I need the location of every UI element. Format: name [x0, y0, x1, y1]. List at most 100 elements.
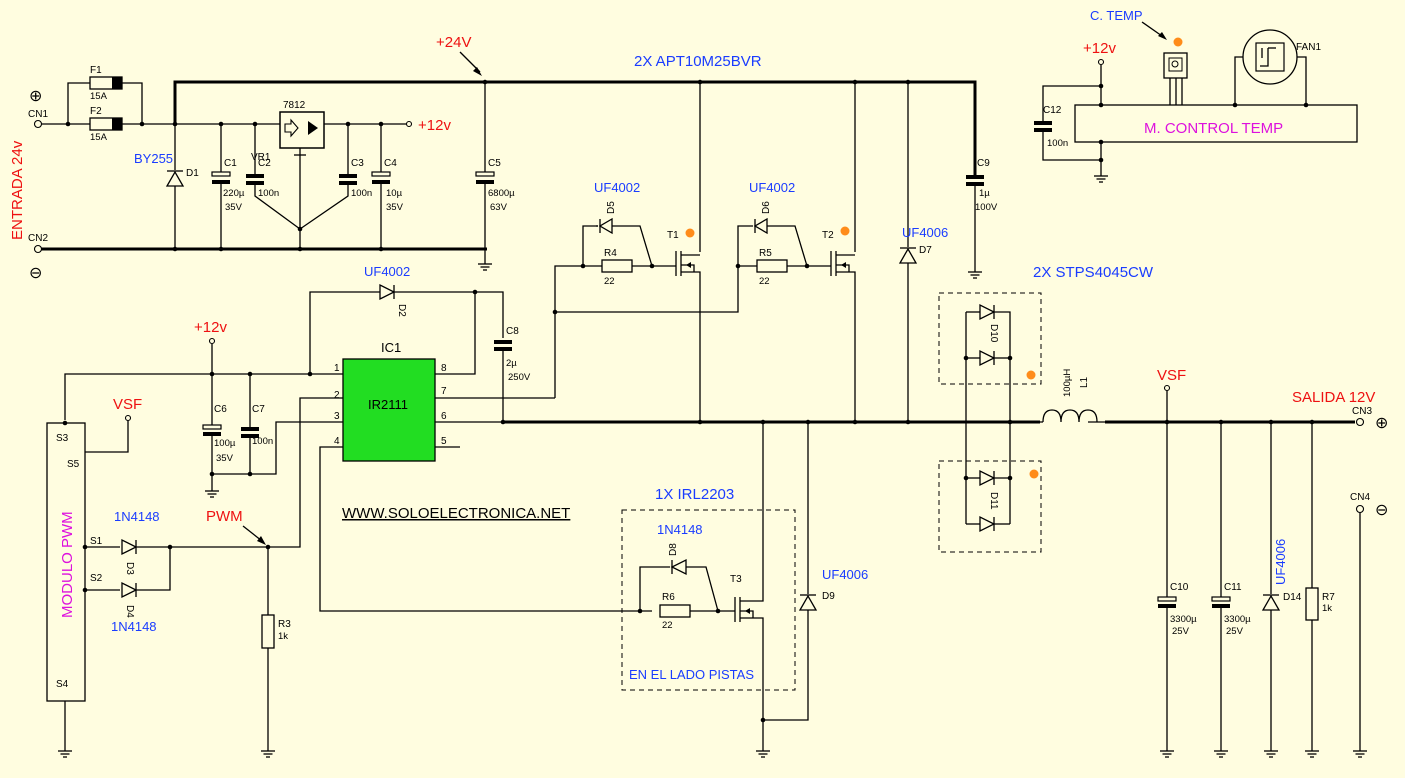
c8-volt: 250V: [508, 372, 531, 383]
d1-ref: D1: [186, 168, 199, 179]
d2-part: UF4002: [364, 264, 410, 279]
node: [378, 246, 384, 252]
c4-value: 10µ: [386, 188, 403, 199]
wire-pin2-pwm: [268, 397, 343, 548]
l1-ref: L1: [1079, 376, 1090, 388]
cap-c10-plate2: [1158, 604, 1176, 608]
c-temp-label: C. TEMP: [1090, 8, 1143, 23]
node: [172, 246, 178, 252]
c12-ref: C12: [1043, 105, 1062, 116]
d8-part: 1N4148: [657, 522, 703, 537]
f2-ref: F2: [90, 106, 102, 117]
fuse-f2-cap: [112, 118, 122, 130]
ic-pin-1: 1: [334, 363, 340, 374]
input-plus-sign: ⊕: [29, 88, 42, 105]
output-label: SALIDA 12V: [1292, 389, 1375, 406]
d5-part: UF4002: [594, 180, 640, 195]
c1-ref: C1: [224, 158, 237, 169]
marker-dot-t2: [840, 226, 850, 236]
cn1-terminal: [33, 119, 43, 129]
wire-gate-drive: [554, 266, 739, 398]
pwm-pin-s3: S3: [56, 433, 69, 444]
wire-d8-left: [639, 566, 670, 611]
stps-label: 2X STPS4045CW: [1033, 264, 1154, 281]
t3-b: [740, 610, 754, 618]
ic-pin-8: 8: [441, 363, 447, 374]
fan-icon-stroke2: [1260, 48, 1269, 67]
ic1-ref: IC1: [381, 340, 401, 355]
node: [172, 121, 178, 127]
d10-ref: D10: [988, 324, 999, 343]
pwm-arrow-icon: [257, 536, 266, 545]
r7-value: 1k: [1322, 603, 1332, 614]
d1-part: BY255: [134, 151, 173, 166]
cap-c2-plate: [246, 174, 264, 178]
cn4-minus-sign: ⊖: [1375, 502, 1388, 519]
resistor-r6: [659, 604, 691, 618]
cap-c12-plate: [1034, 121, 1052, 125]
wire-d8-right: [686, 566, 719, 612]
r4-ref: R4: [604, 248, 617, 259]
c-temp-arrow-icon: [1158, 32, 1167, 40]
cap-c5-plate: [475, 171, 495, 177]
plus12-fan-label: +12v: [1083, 40, 1116, 57]
input-minus-sign: ⊖: [29, 265, 42, 282]
ic-pin-3: 3: [334, 411, 340, 422]
wire-c12b: [1042, 132, 1101, 161]
d11-ref: D11: [988, 492, 999, 510]
c10-value: 3300µ: [1170, 614, 1197, 625]
ic-pin-6: 6: [441, 411, 447, 422]
c5-ref: C5: [488, 158, 501, 169]
cn2-terminal: [33, 244, 43, 254]
d5-ref: D5: [606, 201, 617, 214]
t3-arrow-icon: [745, 608, 750, 614]
ic-pin-7: 7: [441, 386, 447, 397]
ic-pin-4: 4: [334, 436, 340, 447]
cap-c6-plate2: [203, 432, 221, 436]
tracks-side-box: [621, 509, 796, 691]
regulator-arrow-icon: [284, 118, 299, 138]
wire-d5-left: [582, 225, 598, 266]
cap-c3-plate: [339, 174, 357, 178]
wire-d2-out: [394, 291, 504, 338]
inductor-l1: [1042, 409, 1098, 423]
wire-f1-in: [67, 82, 90, 124]
cn1-label: CN1: [28, 109, 48, 120]
diode-d11a: [979, 469, 996, 487]
diode-d2: [379, 283, 396, 301]
c6-value: 100µ: [214, 438, 236, 449]
node: [905, 419, 911, 425]
node: [167, 544, 173, 550]
bus-24v: [173, 80, 977, 175]
cn2-label: CN2: [28, 233, 48, 244]
tracks-side-label: EN EL LADO PISTAS: [629, 667, 754, 682]
wire-pin3-com: [250, 421, 343, 475]
cap-c10-plate: [1157, 596, 1177, 602]
cap-c3-plate2: [339, 181, 357, 185]
node: [297, 246, 303, 252]
diode-d4: [121, 581, 138, 599]
t2-arrow-icon: [841, 262, 846, 268]
node: [1303, 102, 1309, 108]
c12-value: 100n: [1047, 138, 1068, 149]
d2-ref: D2: [396, 304, 407, 317]
pwm-module-label: MODULO PWM: [59, 511, 76, 618]
t1-source: [681, 271, 701, 422]
d4-part: 1N4148: [111, 619, 157, 634]
cap-c2-plate2: [246, 181, 264, 185]
t1-ref: T1: [667, 230, 679, 241]
c1-volt: 35V: [225, 202, 243, 213]
node: [139, 121, 145, 127]
resistor-r4: [601, 259, 633, 273]
node: [1098, 157, 1104, 163]
c1-value: 220µ: [223, 188, 245, 199]
resistor-r5: [756, 259, 788, 273]
f1-value: 15A: [90, 91, 108, 102]
cap-c7-plate: [241, 427, 259, 431]
wire-d6-right: [767, 225, 808, 267]
pwm-pin-s2: S2: [90, 573, 103, 584]
node: [247, 471, 253, 477]
vsf-right-terminal: [1163, 384, 1171, 392]
wire-d9-bot: [763, 610, 809, 721]
output-plus-sign: ⊕: [1375, 415, 1388, 432]
